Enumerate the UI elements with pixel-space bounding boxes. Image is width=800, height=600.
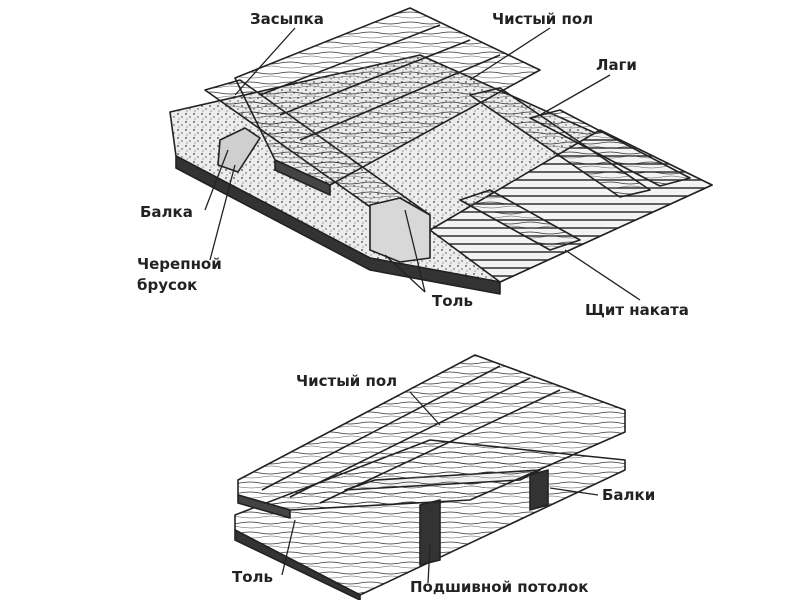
top-diagram — [169, 7, 713, 295]
bottom-leaders — [281, 391, 599, 584]
chisty-pol-boards — [234, 7, 541, 186]
board-seam — [259, 24, 441, 96]
lag-2 — [529, 109, 691, 187]
cherepnoy-brusok — [217, 127, 261, 173]
label-chisty-pol-bottom: Чистый пол — [296, 372, 398, 390]
label-tol-bottom: Толь — [232, 568, 274, 586]
board-seam — [289, 377, 531, 498]
leader-chisty-pol-bottom — [409, 391, 441, 426]
chisty-pol-bottom-edge — [237, 494, 291, 519]
leader-shchit-nakata — [564, 249, 641, 301]
leader-chisty-pol — [469, 27, 551, 81]
label-shchit-nakata: Щит наката — [585, 301, 689, 319]
label-podshivnoy-potolok: Подшивной потолок — [410, 578, 589, 596]
leader-tol-2 — [384, 254, 426, 293]
leader-tol-bottom — [281, 519, 296, 576]
balka-2 — [529, 469, 549, 511]
label-balka: Балка — [140, 203, 193, 221]
label-balki: Балки — [602, 486, 656, 504]
label-lagi: Лаги — [596, 56, 637, 74]
label-cherepnoy-line2: брусок — [137, 276, 198, 294]
leader-zasypka — [234, 27, 296, 96]
lag-3 — [459, 189, 581, 251]
leader-balki — [549, 487, 599, 496]
board-seam — [261, 365, 501, 491]
label-tol-top: Толь — [432, 292, 474, 310]
label-chisty-pol-top: Чистый пол — [492, 10, 594, 28]
balka-end — [369, 197, 431, 263]
board-seam — [319, 389, 561, 504]
top-leaders — [204, 27, 641, 301]
leader-tol-1 — [404, 209, 426, 293]
leader-balka — [204, 149, 229, 211]
bottom-diagram — [234, 354, 626, 600]
podshivnoy-edge — [234, 529, 361, 600]
leader-podshivnoy — [427, 544, 431, 584]
label-zasypka: Засыпка — [250, 10, 324, 28]
label-cherepnoy-line1: Черепной — [137, 255, 222, 273]
board-seam — [299, 54, 501, 141]
leader-lagi — [539, 74, 611, 116]
leader-cherepnoy — [209, 164, 236, 261]
chisty-pol-edge — [274, 159, 331, 196]
board-seam — [279, 39, 471, 116]
base-slab-edge — [175, 155, 501, 295]
